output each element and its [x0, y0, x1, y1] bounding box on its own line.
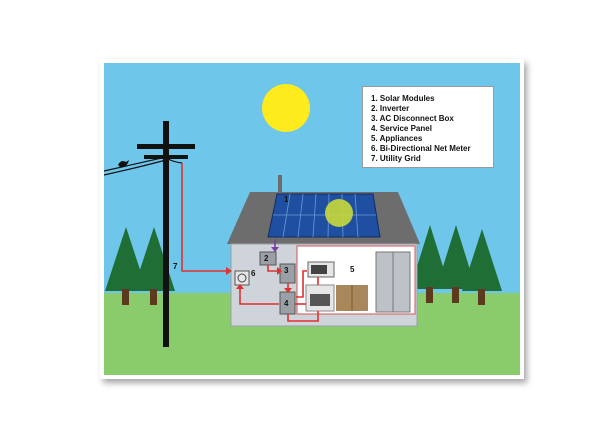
bird — [118, 160, 129, 167]
legend-item-inverter: 2. Inverter — [371, 104, 410, 113]
callout-5: 5 — [350, 265, 355, 274]
house — [227, 175, 420, 327]
legend-item-appliances: 5. Appliances — [371, 134, 423, 143]
trees-right — [410, 225, 502, 305]
legend-item-ac-disconnect: 3. AC Disconnect Box — [371, 114, 454, 123]
legend-item-net-meter: 6. Bi-Directional Net Meter — [371, 144, 471, 153]
legend-item-solar-modules: 1. Solar Modules — [371, 94, 435, 103]
callout-3: 3 — [284, 266, 289, 275]
callout-6: 6 — [251, 269, 256, 278]
utility-pole — [103, 121, 195, 347]
sun — [262, 84, 310, 132]
net-meter — [234, 270, 250, 286]
wiring — [181, 163, 319, 322]
callout-2: 2 — [264, 254, 269, 263]
callout-4: 4 — [284, 299, 289, 308]
legend-item-service-panel: 4. Service Panel — [371, 124, 432, 133]
diagram-card: 1 2 3 4 5 6 7 1. Solar Modules 2. Invert… — [100, 59, 524, 379]
callout-1: 1 — [284, 195, 289, 204]
legend-item-utility-grid: 7. Utility Grid — [371, 154, 421, 163]
solar-panel — [267, 193, 381, 238]
callout-7: 7 — [173, 262, 178, 271]
legend-box: 1. Solar Modules 2. Inverter 3. AC Disco… — [362, 86, 494, 168]
